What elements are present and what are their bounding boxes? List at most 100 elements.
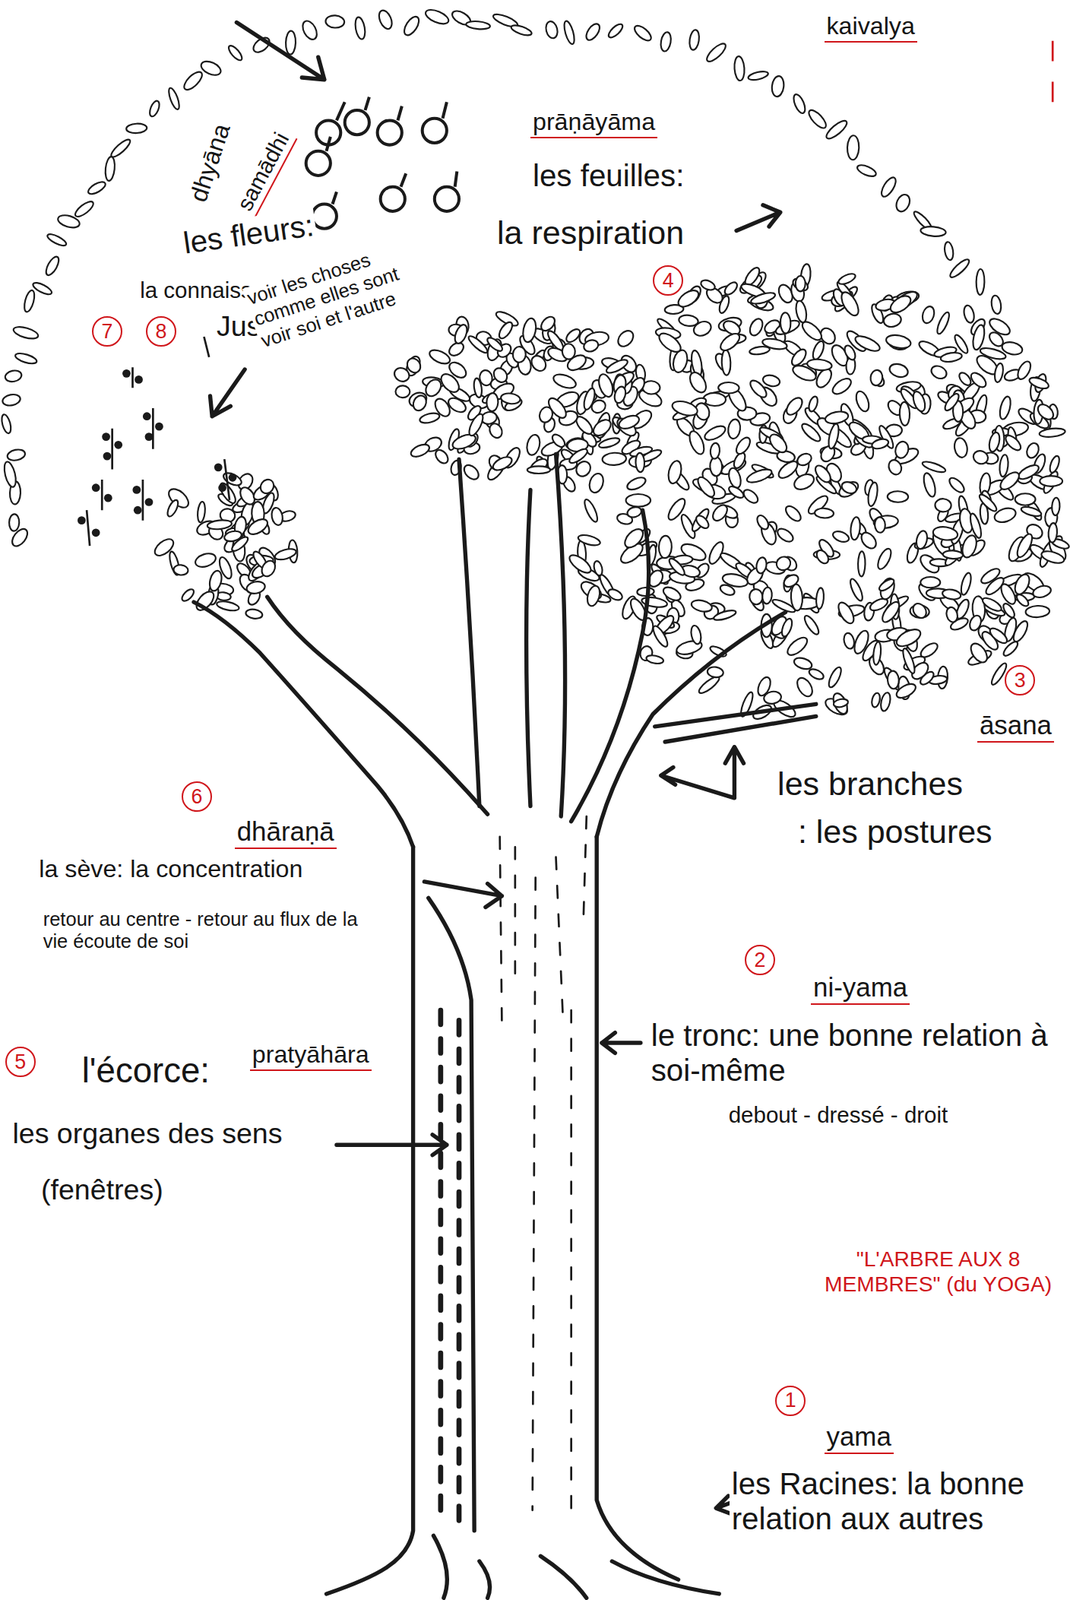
- canopy-leaf: [226, 43, 244, 62]
- callout-number: 8: [145, 316, 177, 347]
- leaf: [596, 372, 616, 399]
- leaf: [875, 546, 894, 571]
- leaf: [165, 498, 181, 519]
- leaf: [590, 416, 615, 439]
- leaf: [512, 346, 526, 364]
- leaf: [967, 614, 983, 633]
- leaf: [810, 339, 827, 361]
- leaf: [690, 598, 713, 614]
- leaf: [592, 560, 605, 577]
- canopy-leaf: [9, 513, 20, 532]
- leaf: [582, 338, 600, 354]
- leaf: [1014, 592, 1031, 609]
- annotation-text: les branches: [775, 765, 966, 803]
- leaf: [942, 391, 961, 412]
- leaf: [1024, 441, 1041, 460]
- canopy-leaf: [632, 22, 654, 43]
- callout-number: 4: [652, 265, 684, 296]
- canopy-leaf: [987, 315, 1014, 338]
- leaf: [408, 442, 431, 460]
- leaf: [829, 375, 854, 397]
- callout-number: 7: [91, 316, 123, 347]
- diagram-title: "L'ARBRE AUX 8 MEMBRES" (du YOGA): [810, 1246, 1066, 1296]
- leaf: [775, 458, 801, 482]
- leaf: [872, 641, 883, 665]
- leaf: [899, 402, 910, 427]
- leaf: [427, 347, 453, 367]
- canopy-leaf: [893, 192, 912, 214]
- flower-bud: [77, 516, 86, 525]
- leaf: [245, 579, 266, 596]
- leaf: [193, 550, 218, 570]
- leaf: [490, 365, 510, 385]
- leaf: [971, 323, 987, 351]
- canopy-leaf: [86, 179, 108, 197]
- leaf: [395, 385, 411, 399]
- canopy-leaf: [45, 231, 68, 248]
- leaf: [754, 512, 771, 531]
- flower-bud: [145, 497, 154, 507]
- leaf: [689, 624, 703, 646]
- leaf: [807, 395, 820, 412]
- leaf: [658, 535, 672, 559]
- fruit: [312, 203, 337, 228]
- leaf: [962, 303, 976, 324]
- annotation-text: les Racines: la bonne relation aux autre…: [729, 1466, 1061, 1538]
- leaf: [788, 346, 809, 368]
- leaf: [838, 289, 862, 319]
- annotation-text: l'écorce:: [79, 1051, 213, 1091]
- leaf: [576, 532, 602, 548]
- canopy-leaf: [14, 351, 38, 366]
- leaf: [671, 348, 690, 374]
- canopy-leaf: [0, 413, 13, 434]
- leaf: [799, 421, 824, 444]
- canopy-leaf: [1010, 618, 1031, 643]
- leaf: [722, 280, 740, 298]
- canopy-leaf: [1035, 401, 1057, 422]
- leaf: [887, 490, 909, 503]
- sanskrit-term: pratyāhāra: [250, 1040, 372, 1071]
- leaf: [702, 392, 726, 407]
- leaf: [1020, 505, 1043, 519]
- leaf: [461, 462, 482, 482]
- leaf: [215, 599, 240, 612]
- root-line: [433, 1535, 447, 1598]
- leaf: [773, 553, 793, 573]
- flower-bud: [214, 462, 223, 472]
- foliage: [0, 6, 1070, 722]
- leaf: [755, 556, 768, 574]
- leaf: [721, 349, 732, 376]
- canopy-leaf: [1051, 497, 1061, 516]
- leaf: [709, 456, 723, 477]
- canopy-leaf: [583, 21, 603, 42]
- leaf: [727, 484, 746, 501]
- leaf: [886, 670, 900, 690]
- leaf: [882, 312, 903, 329]
- arrow: [336, 1134, 447, 1156]
- branch-line: [664, 715, 817, 742]
- leaf: [981, 595, 1004, 614]
- leaf: [257, 476, 276, 496]
- canopy-leaf: [1039, 475, 1063, 487]
- leaf: [929, 363, 950, 381]
- leaf: [636, 586, 655, 596]
- flower-bud: [104, 493, 113, 503]
- leaf: [750, 290, 777, 306]
- canopy-leaf: [6, 447, 26, 462]
- leaf: [968, 512, 984, 539]
- canopy-leaf: [975, 269, 985, 295]
- leaf: [433, 447, 451, 466]
- leaf: [573, 458, 594, 479]
- leaf: [783, 503, 805, 524]
- canopy-leaf: [31, 280, 54, 297]
- leaf: [466, 411, 486, 437]
- leaf: [997, 395, 1013, 421]
- callout-number: 6: [181, 781, 213, 812]
- leaf: [612, 385, 627, 405]
- leaf: [785, 634, 811, 659]
- leaf: [779, 617, 795, 638]
- leaf: [699, 278, 716, 292]
- leaf: [858, 529, 880, 551]
- leaf: [689, 506, 712, 534]
- canopy-leaf: [1001, 639, 1020, 658]
